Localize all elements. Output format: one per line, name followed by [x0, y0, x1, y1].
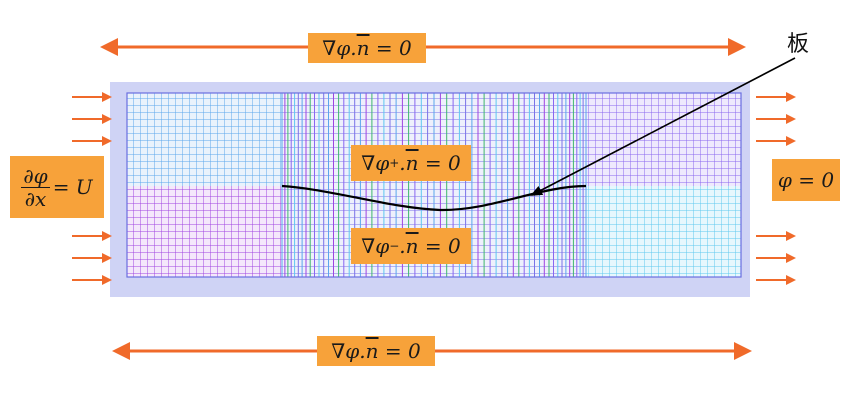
bottom-arrow-left-head — [112, 342, 130, 360]
plate-label: 板 — [787, 32, 810, 57]
inlet-arrows — [72, 92, 112, 285]
inlet-fraction: ∂φ ∂x — [21, 163, 50, 211]
mesh-block-upper-left — [127, 93, 282, 186]
mesh-block-upper-right — [586, 93, 741, 186]
top-arrow-right-head — [728, 38, 746, 56]
mesh-border — [126, 92, 742, 278]
bc-upper-plate-label: ∇φ+.n = 0 — [351, 145, 471, 181]
plate-pointer-arrow — [530, 57, 796, 196]
top-arrow-left-head — [100, 38, 118, 56]
bottom-arrow-right-head — [734, 342, 752, 360]
bc-lower-plate-label: ∇φ−.n = 0 — [351, 228, 471, 264]
mesh — [126, 92, 742, 278]
bc-top-label: ∇φ.n = 0 — [308, 33, 426, 63]
bc-outlet-label: φ = 0 — [772, 159, 840, 201]
mesh-block-lower-left — [127, 186, 282, 277]
bc-bottom-label: ∇φ.n = 0 — [317, 336, 435, 366]
mesh-block-lower-right — [586, 186, 741, 277]
outlet-arrows — [756, 92, 796, 285]
bc-inlet-label: ∂φ ∂x = U — [10, 156, 104, 218]
